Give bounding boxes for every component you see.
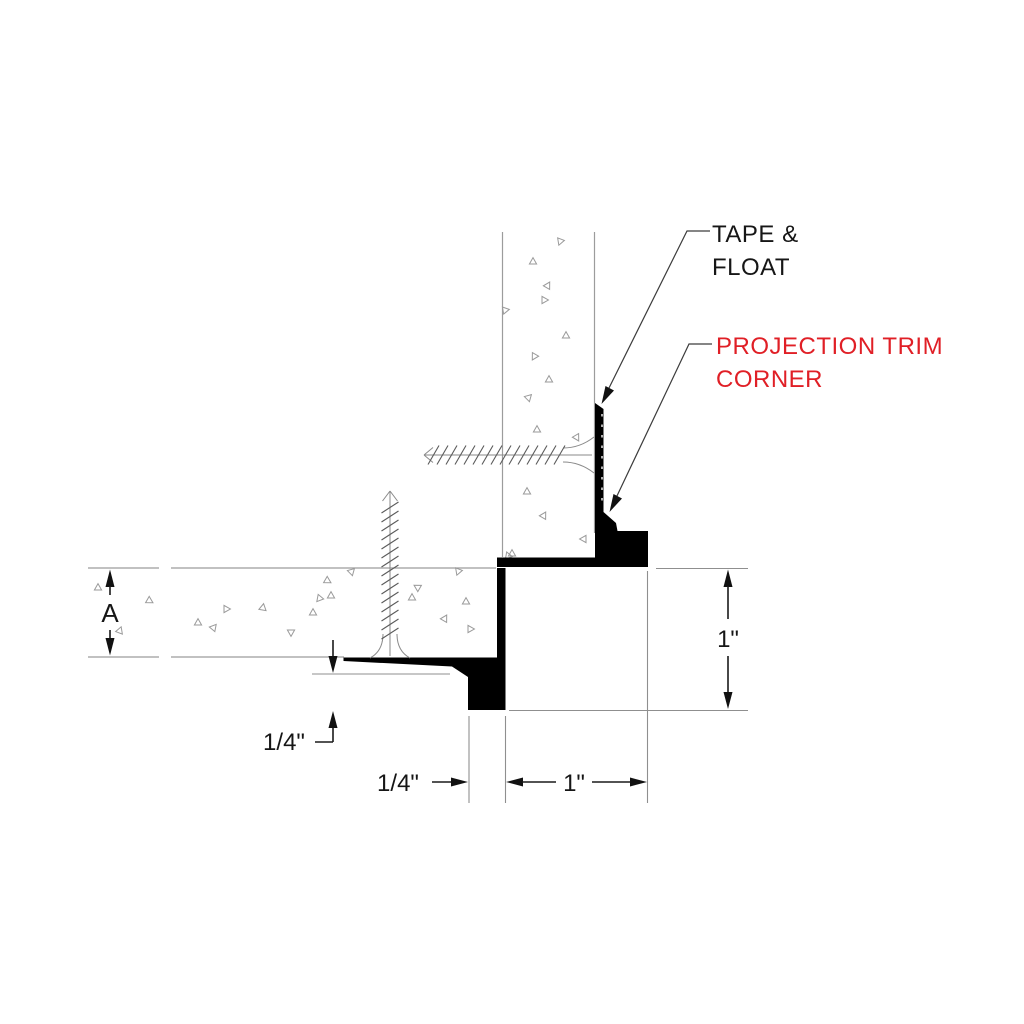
screw-thread-line (381, 582, 399, 595)
screw-thread-line (508, 445, 521, 465)
dimension-left-reveal: 1/4" (263, 640, 450, 756)
screw-thread-line (381, 510, 399, 523)
screw-thread-line (381, 546, 399, 559)
stipple-triangle (557, 237, 566, 247)
screw-thread-line (381, 501, 399, 514)
stipple-triangle (467, 624, 476, 634)
dim-left-reveal-text: 1/4" (263, 729, 305, 756)
projection-trim-label-line2: CORNER (716, 366, 823, 393)
screw-thread-line (445, 445, 458, 465)
stipple-triangle (523, 393, 533, 403)
stipple-triangle (407, 592, 417, 601)
projection-trim-lower-profile (343, 568, 506, 710)
screw-thread-line (490, 445, 503, 465)
screw-thread-line (481, 445, 494, 465)
screw-thread-line (472, 445, 485, 465)
stipple-triangle (439, 614, 448, 624)
stipple-triangle (286, 629, 296, 638)
screw-thread-line (499, 445, 512, 465)
dim-bottom-projection-text: 1" (563, 770, 585, 797)
tape-float-label-line1: TAPE & (712, 221, 799, 248)
stipple-triangle (316, 593, 325, 603)
dim-bottom-leg-text: 1/4" (377, 770, 419, 797)
tape-float-label-line2: FLOAT (712, 254, 790, 281)
screw-thread-line (381, 627, 399, 640)
screw-thread-line (381, 564, 399, 577)
screw-thread-line (381, 618, 399, 631)
screw-thread-line (381, 519, 399, 532)
stipple-triangle (507, 548, 517, 557)
stipple-triangle (193, 617, 203, 626)
stipple-triangle (308, 607, 318, 616)
screw-thread-line (381, 528, 399, 541)
screw-thread-line (544, 445, 557, 465)
stipple-triangle (501, 306, 511, 315)
stipple-triangle (538, 511, 547, 521)
screw-thread-line (436, 445, 449, 465)
stipple-triangle (532, 424, 542, 433)
stipple-triangle (542, 281, 551, 291)
drywall-screw-vertical (369, 490, 411, 659)
screw-thread-line (381, 591, 399, 604)
screw-thread-line (463, 445, 476, 465)
screw-thread-line (381, 573, 399, 586)
stipple-triangle (528, 256, 538, 265)
stipple-triangle (223, 604, 232, 614)
stipple-triangle (461, 596, 471, 605)
callout-tape-float: TAPE & FLOAT (601, 221, 799, 404)
stipple-triangle (455, 567, 464, 577)
dimension-bottom-leg: 1/4" (377, 716, 507, 803)
stipple-triangle (531, 351, 540, 361)
dim-right-projection-text: 1" (717, 626, 739, 653)
leader-arrowhead (601, 386, 614, 404)
screw-thread-line (517, 445, 530, 465)
stipple-triangle (346, 567, 356, 577)
dimension-panel-thickness: A (101, 569, 119, 656)
screw-thread-line (526, 445, 539, 465)
stipple-triangle (544, 374, 554, 383)
dim-A-text: A (101, 598, 119, 628)
projection-trim-upper-profile (497, 403, 648, 567)
gypsum-stipple-texture (93, 237, 587, 638)
screw-thread-line (535, 445, 548, 465)
stipple-triangle (144, 595, 154, 604)
stipple-triangle (258, 602, 267, 612)
screw-thread-line (427, 445, 440, 465)
dimension-bottom-projection: 1" (506, 571, 649, 803)
projection-trim-label-line1: PROJECTION TRIM (716, 333, 943, 360)
stipple-triangle (541, 295, 550, 305)
drywall-screw-horizontal (423, 436, 595, 474)
vertical-wall-panel (501, 232, 596, 557)
stipple-triangle (322, 575, 332, 584)
stipple-triangle (326, 590, 336, 599)
stipple-triangle (114, 625, 123, 635)
screw-thread-line (381, 600, 399, 613)
stipple-triangle (522, 486, 532, 495)
stipple-triangle (578, 534, 587, 544)
stipple-triangle (561, 330, 571, 339)
screw-thread-line (381, 609, 399, 622)
screw-thread-line (454, 445, 467, 465)
screw-thread-line (553, 445, 566, 465)
stipple-triangle (208, 623, 217, 633)
stipple-triangle (571, 432, 580, 442)
callout-projection-trim-corner: PROJECTION TRIM CORNER (609, 333, 943, 512)
screw-thread-line (381, 537, 399, 550)
horizontal-ceiling-panel (88, 567, 496, 658)
stipple-triangle (93, 582, 103, 591)
leader-arrowhead (609, 494, 622, 512)
dimension-right-projection: 1" (509, 567, 748, 712)
screw-thread-line (381, 555, 399, 568)
stipple-triangle (413, 584, 423, 593)
